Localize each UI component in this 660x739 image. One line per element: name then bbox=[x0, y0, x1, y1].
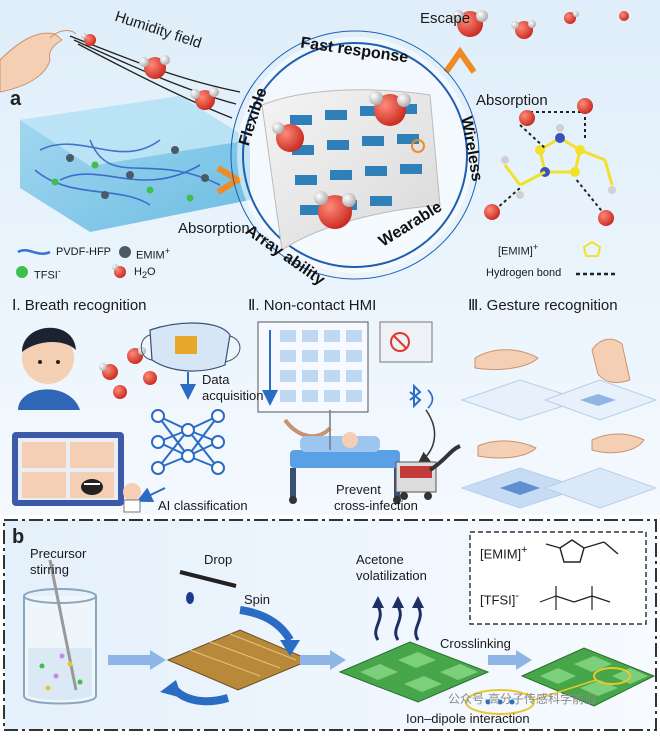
legend-pvdf: PVDF-HFP bbox=[56, 246, 111, 258]
hydrogen-bond-label: Hydrogen bond bbox=[486, 267, 562, 279]
ai-classification-label: AI classification bbox=[158, 498, 248, 513]
prevent-label-2: cross-infection bbox=[334, 498, 418, 513]
precursor-label-2: stirring bbox=[30, 562, 70, 577]
face-mask bbox=[140, 322, 241, 372]
spin-arrow-bottom-head bbox=[160, 680, 182, 698]
acetone-wavy-arrows bbox=[372, 596, 424, 641]
sensor-sheet bbox=[261, 89, 441, 251]
data-acquisition-label-2: acquisition bbox=[202, 388, 264, 403]
ai-classification-arrow bbox=[136, 487, 166, 503]
tfsi-structure-label: [TFSI]- bbox=[480, 590, 519, 608]
spin-arrow-top-head bbox=[280, 640, 300, 656]
legend-tfsi: TFSI- bbox=[34, 266, 61, 282]
arrow-to-volatilize-head bbox=[330, 650, 346, 670]
beaker bbox=[23, 559, 97, 705]
elevator-panel-icon bbox=[379, 321, 433, 363]
emim-structure-label: [EMIM]+ bbox=[480, 544, 528, 562]
crosslinked-film-1 bbox=[338, 641, 490, 703]
hydrogel-block bbox=[20, 96, 250, 232]
water-molecules bbox=[81, 10, 629, 110]
absorption-arrow-left bbox=[216, 165, 244, 195]
data-acquisition-label-1: Data bbox=[202, 372, 230, 387]
spin-substrate bbox=[166, 629, 312, 691]
watermark: 公众号·高分子传感科学前沿 bbox=[448, 692, 596, 706]
prevent-label-1: Prevent bbox=[336, 482, 381, 497]
hydrogen-bond-legend-line bbox=[576, 240, 618, 276]
bluetooth-icon bbox=[409, 383, 434, 409]
hand-gestures bbox=[474, 338, 645, 459]
doctor-icon bbox=[123, 483, 141, 513]
panel-a-letter: a bbox=[10, 88, 22, 110]
signal-arrow bbox=[417, 409, 436, 464]
drop-label: Drop bbox=[204, 552, 233, 567]
acetone-label-2: volatilization bbox=[356, 568, 427, 583]
arrow-to-crosslink-head bbox=[516, 650, 532, 670]
breath-molecules bbox=[99, 347, 157, 399]
breath-recognition-title: Ⅰ. Breath recognition bbox=[12, 297, 147, 314]
emim-molecule bbox=[484, 98, 616, 226]
pipette bbox=[179, 570, 237, 604]
escape-label: Escape bbox=[420, 10, 471, 27]
legend-emim: EMIM+ bbox=[136, 246, 171, 262]
gesture-recognition-title: Ⅲ. Gesture recognition bbox=[468, 297, 618, 314]
spin-arrow-top bbox=[239, 606, 294, 643]
hmi-sensor-grid bbox=[257, 321, 369, 413]
spin-label: Spin bbox=[244, 592, 271, 607]
absorption-label-right: Absorption bbox=[476, 92, 548, 109]
legend-symbols bbox=[16, 246, 131, 278]
hand-illustration bbox=[0, 30, 77, 93]
non-contact-hmi-title: Ⅱ. Non-contact HMI bbox=[248, 297, 377, 314]
panel-b-frame bbox=[3, 519, 657, 731]
structure-box bbox=[469, 531, 647, 625]
crosslinking-label: Crosslinking bbox=[440, 636, 511, 651]
escape-arrow bbox=[443, 46, 477, 74]
classification-monitor bbox=[12, 432, 124, 506]
crosslinked-film-2 bbox=[465, 647, 656, 715]
emim-cation-label: [EMIM]+ bbox=[498, 242, 539, 258]
service-robot bbox=[395, 444, 461, 500]
neural-network-icon bbox=[151, 409, 225, 475]
panel-b-letter: b bbox=[12, 526, 25, 548]
gesture-tiles bbox=[460, 379, 658, 509]
arrow-to-spin-head bbox=[150, 650, 166, 670]
absorption-label-left: Absorption bbox=[178, 220, 250, 237]
hospital-bed bbox=[283, 410, 401, 504]
precursor-label-1: Precursor bbox=[30, 546, 87, 561]
legend-h2o: H2O bbox=[134, 266, 156, 281]
acetone-label-1: Acetone bbox=[356, 552, 404, 567]
boy-illustration bbox=[18, 327, 80, 410]
ion-dipole-label: Ion–dipole interaction bbox=[406, 711, 530, 726]
